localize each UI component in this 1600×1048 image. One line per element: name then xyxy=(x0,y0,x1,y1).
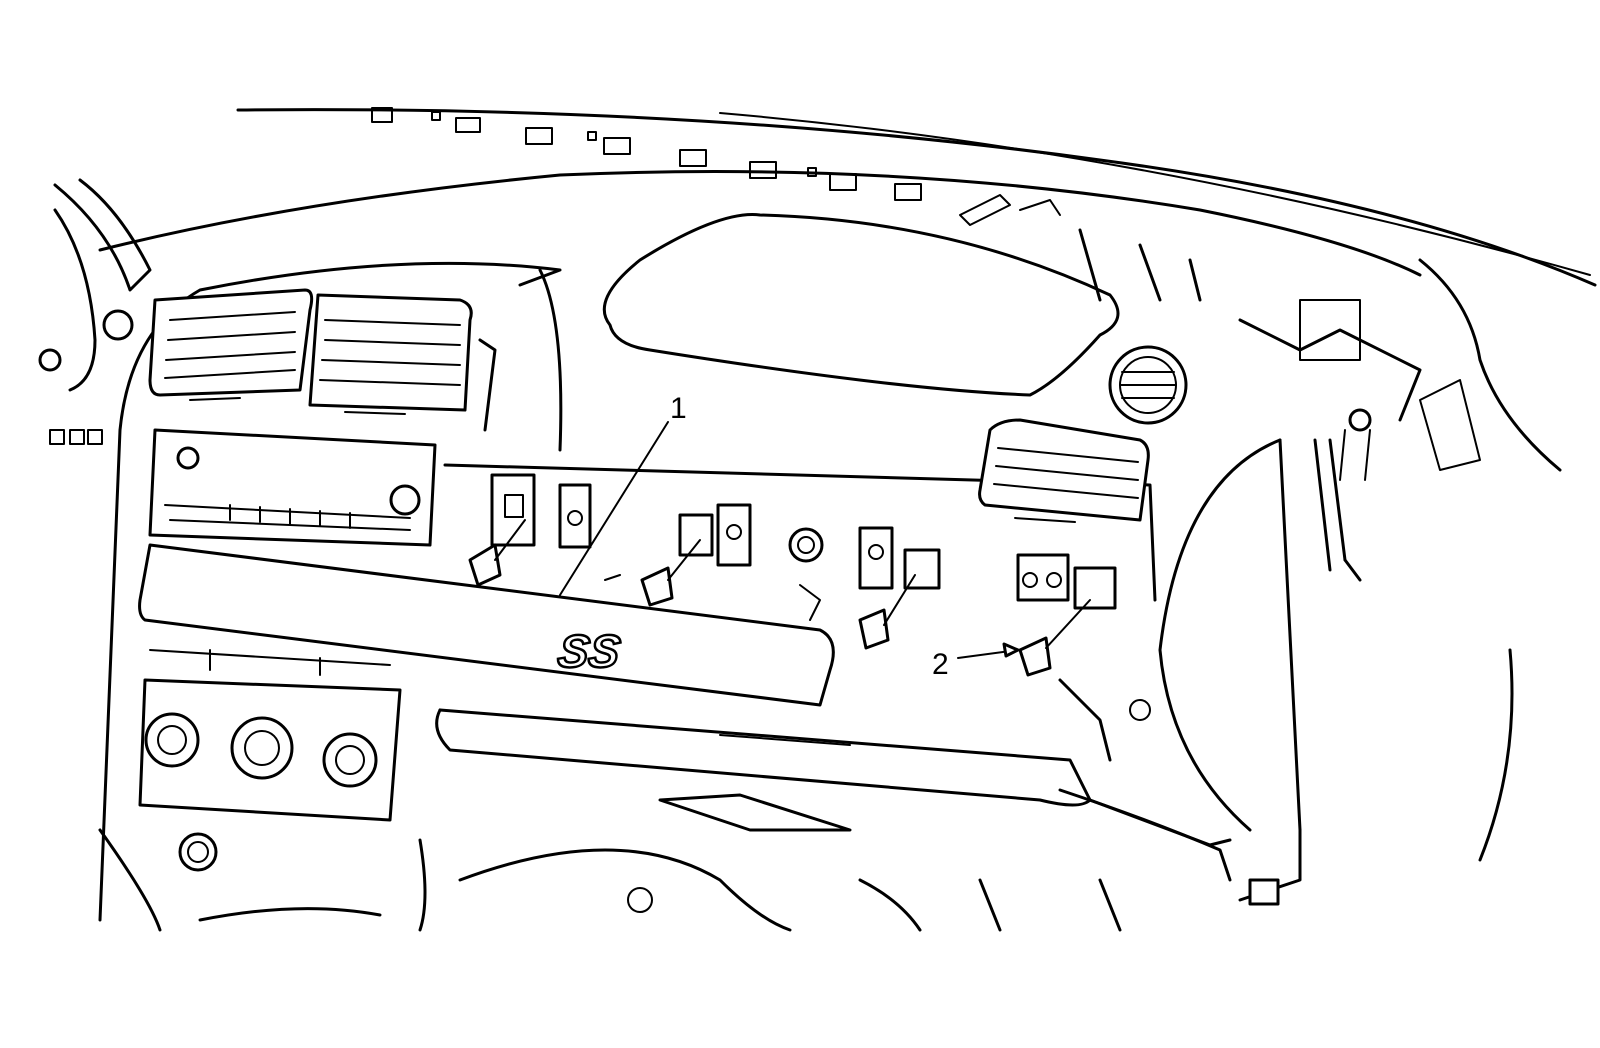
retaining-clip xyxy=(640,566,674,607)
defroster-vents xyxy=(371,107,1061,226)
retaining-clip xyxy=(1018,636,1052,677)
retaining-clip xyxy=(858,608,890,650)
callout-2: 2 xyxy=(932,642,1020,681)
dash-right-end xyxy=(1129,438,1514,906)
lighter-socket xyxy=(178,832,218,872)
retaining-clip xyxy=(468,543,502,587)
callout-label: 2 xyxy=(932,648,949,681)
mode-knob xyxy=(230,716,294,780)
climate-control xyxy=(138,649,402,822)
temp-knob xyxy=(322,732,378,788)
trim-panel: SS xyxy=(138,543,835,707)
glovebox-door xyxy=(435,678,1232,882)
center-vent-left xyxy=(148,288,314,401)
fan-knob xyxy=(144,712,200,768)
round-vent xyxy=(1108,345,1188,425)
right-vent xyxy=(978,418,1150,523)
callout-label: 1 xyxy=(670,392,687,425)
dash-body-outline xyxy=(98,261,562,922)
lower-console xyxy=(98,828,1122,932)
instrument-cluster-edge xyxy=(38,178,152,445)
airbag-panel xyxy=(602,213,1120,397)
radio-unit xyxy=(148,428,437,547)
bracket-row xyxy=(443,463,1157,621)
center-vent-right xyxy=(308,293,497,432)
trim-badge: SS xyxy=(555,625,624,677)
dash-top-edge xyxy=(98,108,1597,287)
retaining-clips xyxy=(468,519,1091,677)
right-door-structure xyxy=(1078,228,1562,582)
callout-1: 1 xyxy=(559,392,687,596)
